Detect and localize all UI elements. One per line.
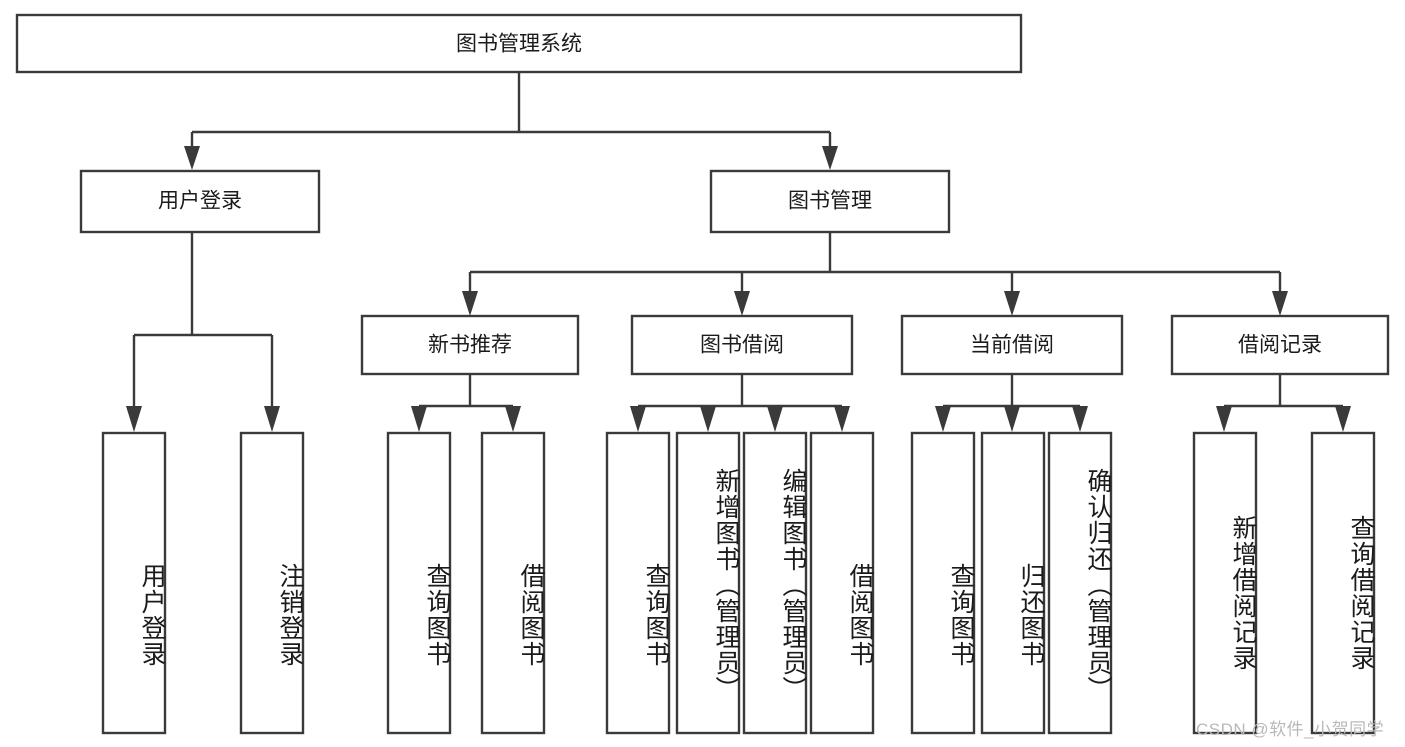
- arrow-root-to-book-manage: [822, 146, 838, 170]
- node-book-manage-box[interactable]: [709, 169, 951, 234]
- node-leaf-query-book-3-box[interactable]: [910, 431, 976, 735]
- connector-group-new-book-rec: [411, 374, 521, 432]
- node-leaf-borrow-book-1-box[interactable]: [480, 431, 546, 735]
- connector-group-book-manage: [462, 232, 1288, 316]
- watermark-text: CSDN @软件_小贺同学: [1196, 720, 1385, 739]
- arrow-cb-leaf-3: [1072, 406, 1088, 432]
- arrow-cb-leaf-1: [935, 406, 951, 432]
- node-new-book-rec[interactable]: 新书推荐: [360, 314, 580, 376]
- node-current-borrow-box[interactable]: [900, 314, 1124, 376]
- node-leaf-user-login-box[interactable]: [101, 431, 167, 735]
- node-leaf-borrow-book-2-box[interactable]: [809, 431, 875, 735]
- node-book-borrow-label: 图书借阅: [700, 334, 784, 357]
- node-root-box[interactable]: [15, 13, 1023, 74]
- node-borrow-record-label: 借阅记录: [1238, 334, 1322, 357]
- arrow-cb-leaf-2: [1004, 406, 1020, 432]
- node-leaf-query-record-box[interactable]: [1310, 431, 1376, 735]
- node-leaf-return-book-box[interactable]: [980, 431, 1046, 735]
- arrow-br-leaf-2: [1335, 406, 1351, 432]
- node-new-book-rec-box[interactable]: [360, 314, 580, 376]
- arrow-root-to-user-login: [184, 146, 200, 170]
- arrow-ul-leaf-1: [126, 406, 142, 432]
- connector-group-user-login: [126, 232, 280, 432]
- node-new-book-rec-label: 新书推荐: [428, 334, 512, 357]
- connector-group-borrow-record: [1216, 374, 1351, 432]
- node-book-borrow[interactable]: 图书借阅: [630, 314, 854, 376]
- node-user-login-label: 用户登录: [158, 190, 242, 213]
- arrow-bm-current-borrow: [1004, 291, 1020, 316]
- node-user-login[interactable]: 用户登录: [79, 169, 321, 234]
- arrow-br-leaf-1: [1216, 406, 1232, 432]
- node-leaf-query-book-1-box[interactable]: [386, 431, 452, 735]
- arrow-nbr-leaf-1: [411, 406, 427, 432]
- connector-group-book-borrow: [630, 374, 850, 432]
- connector-group-root: [184, 72, 838, 170]
- node-current-borrow[interactable]: 当前借阅: [900, 314, 1124, 376]
- node-user-login-box[interactable]: [79, 169, 321, 234]
- arrow-bm-new-book-rec: [462, 291, 478, 316]
- arrow-bb-leaf-2: [700, 406, 716, 432]
- arrow-bm-borrow-record: [1272, 291, 1288, 316]
- node-leaf-add-book-box[interactable]: [675, 431, 741, 735]
- node-book-borrow-box[interactable]: [630, 314, 854, 376]
- arrow-bb-leaf-1: [630, 406, 646, 432]
- arrow-bm-book-borrow: [734, 291, 750, 316]
- arrow-ul-leaf-2: [264, 406, 280, 432]
- node-root-label: 图书管理系统: [456, 33, 582, 56]
- arrow-nbr-leaf-2: [505, 406, 521, 432]
- connector-group-current-borrow: [935, 374, 1088, 432]
- arrow-bb-leaf-4: [834, 406, 850, 432]
- node-borrow-record[interactable]: 借阅记录: [1170, 314, 1390, 376]
- node-leaf-confirm-return-box[interactable]: [1047, 431, 1113, 735]
- node-leaf-query-book-2-box[interactable]: [605, 431, 671, 735]
- arrow-bb-leaf-3: [767, 406, 783, 432]
- node-current-borrow-label: 当前借阅: [970, 334, 1054, 357]
- node-leaf-edit-book-box[interactable]: [742, 431, 808, 735]
- node-book-manage[interactable]: 图书管理: [709, 169, 951, 234]
- node-leaf-logout-box[interactable]: [239, 431, 305, 735]
- node-root[interactable]: 图书管理系统: [15, 13, 1023, 74]
- node-leaf-add-record-box[interactable]: [1192, 431, 1258, 735]
- node-borrow-record-box[interactable]: [1170, 314, 1390, 376]
- node-book-manage-label: 图书管理: [788, 190, 872, 213]
